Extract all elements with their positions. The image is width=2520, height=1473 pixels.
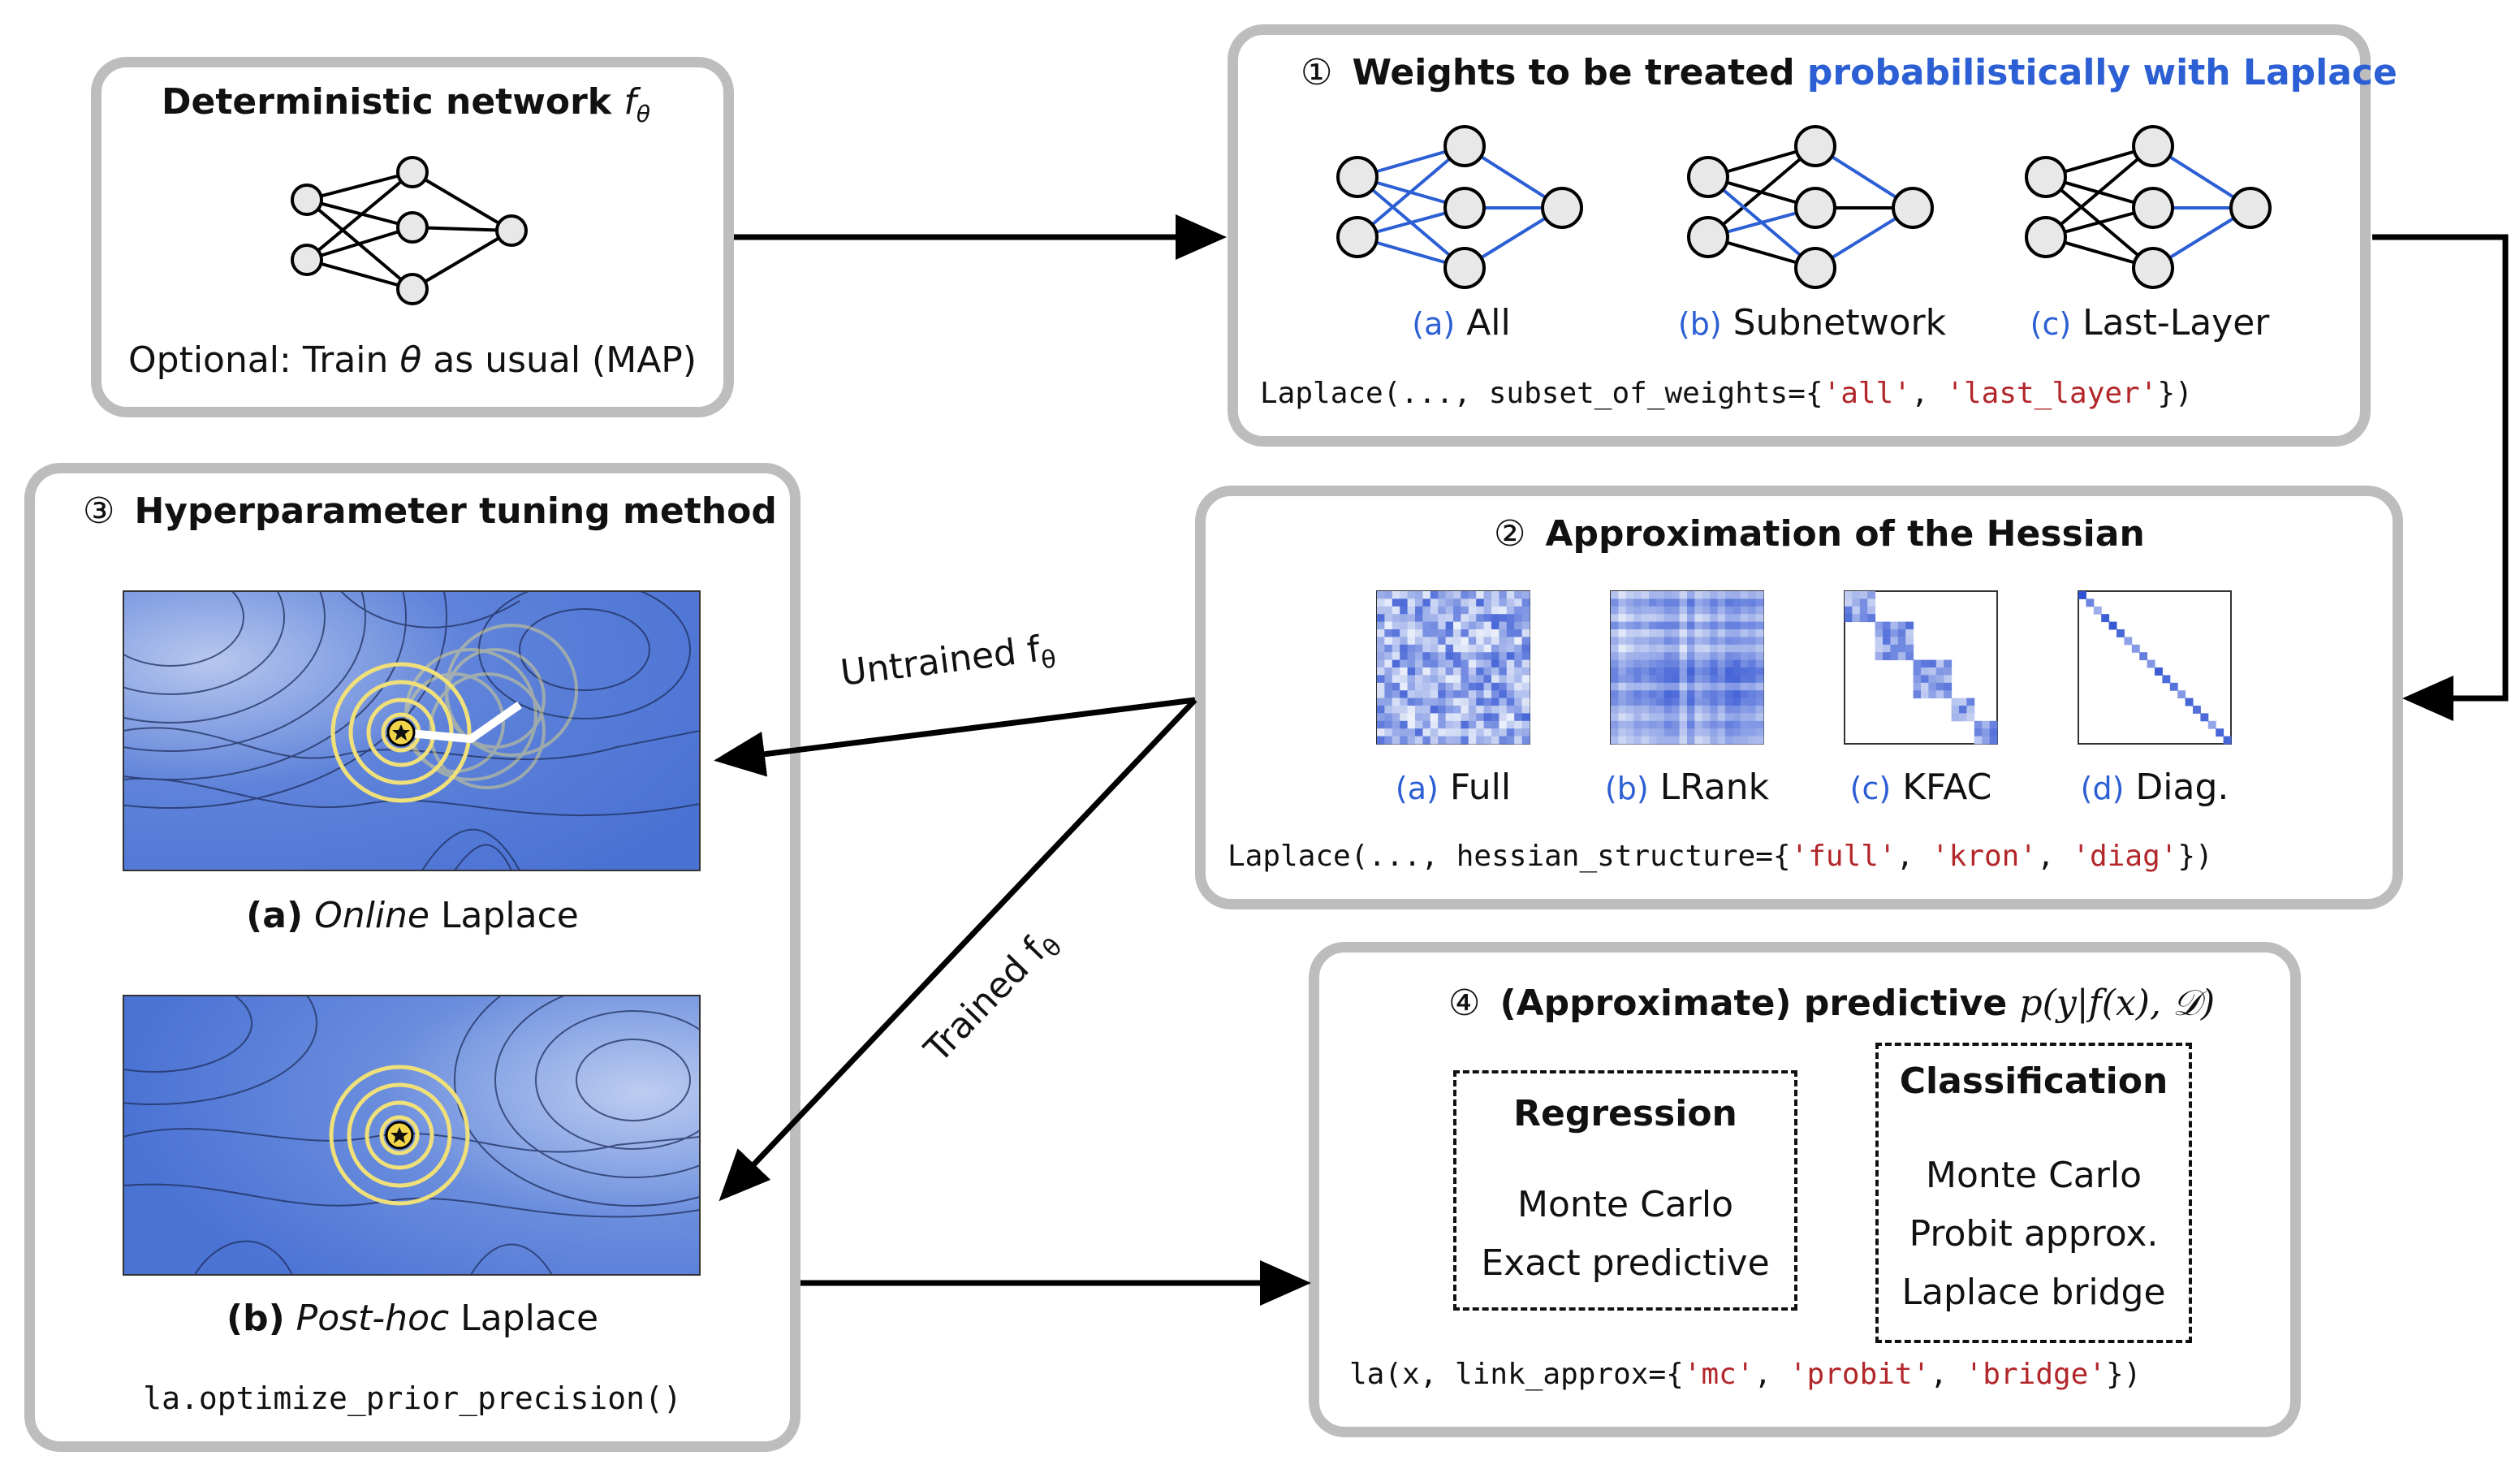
label-lrank-name: LRank [1659, 767, 1770, 808]
label-diag-name: Diag. [2135, 767, 2229, 808]
step3-title-text: Hyperparameter tuning method [134, 490, 777, 532]
step3-code: la.optimize_prior_precision() [143, 1380, 682, 1416]
arrow-untrained [714, 697, 1196, 777]
deterministic-network-graph [291, 156, 528, 305]
regression-box [1453, 1070, 1797, 1311]
det-theta-sub: θ [636, 100, 650, 127]
step2-code: Laplace(..., hessian_structure={'full', … [1228, 840, 2213, 873]
network-last-layer-graph [2025, 125, 2272, 289]
classification-item-monte-carlo: Monte Carlo [1926, 1155, 2142, 1196]
classification-box [1875, 1043, 2192, 1343]
label-diag: (d) Diag. [2081, 767, 2229, 808]
step4-code-pre: la(x, link_approx={ [1349, 1358, 1684, 1391]
step3-title: ③ Hyperparameter tuning method [83, 490, 777, 532]
step2-code-s3: 'diag' [2072, 840, 2178, 873]
det-f-symbol: f [624, 81, 636, 123]
step4-number: ④ [1448, 983, 1481, 1024]
step2-code-s2: 'kron' [1931, 840, 2038, 873]
online-rest: Laplace [429, 895, 579, 936]
step1-code-s2: 'last_layer' [1946, 377, 2158, 410]
regression-item-exact: Exact predictive [1481, 1242, 1770, 1284]
step4-code-sep2: , [1930, 1358, 1966, 1391]
label-diag-tag: (d) [2080, 771, 2125, 806]
label-subnetwork-name: Subnetwork [1732, 302, 1947, 343]
online-tag: (a) [246, 895, 304, 936]
step2-title-text: Approximation of the Hessian [1545, 513, 2145, 555]
step1-code-post: }) [2157, 377, 2193, 410]
network-subnetwork-graph [1687, 125, 1934, 289]
label-last-layer-name: Last-Layer [2082, 302, 2270, 343]
step2-code-sep2: , [2037, 840, 2073, 873]
det-footer-post: as usual (MAP) [421, 339, 697, 381]
label-full: (a) Full [1396, 767, 1511, 808]
regression-item-monte-carlo: Monte Carlo [1517, 1184, 1733, 1225]
step3-number: ③ [83, 490, 115, 532]
step1-title-black: Weights to be treated [1352, 52, 1807, 93]
det-title-text: Deterministic network [162, 81, 624, 123]
label-kfac-name: KFAC [1902, 767, 1992, 808]
step2-title: ② Approximation of the Hessian [1494, 513, 2145, 555]
step1-code: Laplace(..., subset_of_weights={'all', '… [1260, 377, 2193, 410]
label-all: (a) All [1412, 302, 1511, 343]
label-all-name: All [1466, 302, 1511, 343]
predictive-panel [1309, 942, 2301, 1437]
step1-code-s1: 'all' [1823, 377, 1911, 410]
post-hoc-tag: (b) [226, 1298, 285, 1339]
classification-item-laplace-bridge: Laplace bridge [1901, 1272, 2166, 1313]
step2-code-sep1: , [1896, 840, 1931, 873]
label-full-name: Full [1449, 767, 1512, 808]
step2-number: ② [1494, 513, 1526, 555]
step4-title-text: (Approximate) predictive [1499, 983, 2020, 1024]
network-all-graph [1336, 125, 1583, 289]
arrow-trained [718, 698, 1197, 1202]
classification-title: Classification [1899, 1060, 2168, 1102]
hessian-kfac-matrix [1844, 590, 1998, 745]
hessian-full-matrix [1376, 590, 1530, 745]
label-full-tag: (a) [1395, 771, 1439, 806]
label-kfac: (c) KFAC [1850, 767, 1992, 808]
step4-formula: p(y|f(x), 𝒟) [2019, 983, 2216, 1024]
online-laplace-contour-plot [123, 591, 700, 870]
step1-code-pre: Laplace(..., subset_of_weights={ [1260, 377, 1823, 410]
step4-code-s2: 'probit' [1789, 1358, 1931, 1391]
step4-title: ④ (Approximate) predictive p(y|f(x), 𝒟) [1448, 983, 2215, 1024]
label-last-layer-tag: (c) [2030, 306, 2072, 342]
hessian-lrank-matrix [1610, 590, 1764, 745]
det-title: Deterministic network fθ [162, 81, 650, 127]
step1-number: ① [1301, 52, 1333, 93]
det-footer-theta: θ [399, 339, 422, 381]
weights-panel [1228, 24, 2371, 447]
step2-code-pre: Laplace(..., hessian_structure={ [1228, 840, 1791, 873]
label-kfac-tag: (c) [1849, 771, 1892, 806]
regression-title: Regression [1513, 1093, 1737, 1134]
label-last-layer: (c) Last-Layer [2030, 302, 2270, 343]
online-laplace-caption: (a) Online Laplace [246, 895, 579, 936]
label-lrank-tag: (b) [1604, 771, 1649, 806]
label-subnetwork-tag: (b) [1677, 306, 1722, 342]
step2-code-s1: 'full' [1790, 840, 1896, 873]
det-footer-pre: Optional: Train [128, 339, 400, 381]
arrow-weights-to-hessian [2372, 234, 2509, 721]
step4-code-sep1: , [1754, 1358, 1789, 1391]
label-subnetwork: (b) Subnetwork [1678, 302, 1946, 343]
step4-code: la(x, link_approx={'mc', 'probit', 'brid… [1349, 1358, 2141, 1391]
step2-code-post: }) [2177, 840, 2213, 873]
post-hoc-laplace-contour-plot [123, 996, 700, 1275]
label-lrank: (b) LRank [1605, 767, 1769, 808]
step4-code-s1: 'mc' [1683, 1358, 1754, 1391]
post-hoc-laplace-caption: (b) Post-hoc Laplace [227, 1298, 598, 1339]
step1-title: ① Weights to be treated probabilistically… [1301, 52, 2397, 93]
online-italic: Online [314, 895, 430, 936]
post-hoc-italic: Post-hoc [296, 1298, 450, 1339]
step4-code-post: }) [2106, 1358, 2142, 1391]
label-all-tag: (a) [1412, 306, 1456, 342]
classification-item-probit: Probit approx. [1909, 1213, 2159, 1255]
step1-title-blue: probabilistically with Laplace [1806, 52, 2397, 93]
det-footer: Optional: Train θ as usual (MAP) [128, 339, 697, 381]
step4-code-s3: 'bridge' [1965, 1358, 2107, 1391]
step1-code-sep: , [1910, 377, 1947, 410]
hessian-diag-matrix [2078, 590, 2232, 745]
post-hoc-rest: Laplace [449, 1298, 599, 1339]
